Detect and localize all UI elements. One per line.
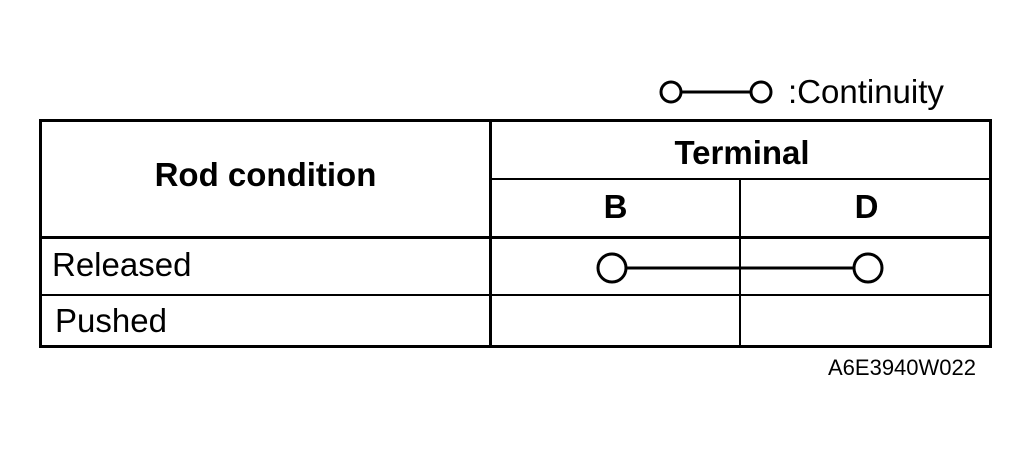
header-terminal-b: B xyxy=(603,188,628,225)
divider xyxy=(489,122,492,348)
continuity-table: Rod condition Terminal B D Released Push… xyxy=(39,119,992,348)
header-terminal-d: D xyxy=(854,188,879,225)
divider xyxy=(42,294,992,296)
continuity-symbol-icon xyxy=(659,80,773,104)
header-terminal: Terminal xyxy=(674,134,810,171)
continuity-legend: :Continuity xyxy=(658,72,944,112)
row-released-label: Released xyxy=(52,246,192,283)
row-pushed-label: Pushed xyxy=(55,302,167,339)
divider xyxy=(42,236,992,239)
continuity-b-d-icon xyxy=(596,252,884,284)
divider xyxy=(739,178,741,348)
header-rod-condition: Rod condition xyxy=(154,156,377,193)
legend-label: :Continuity xyxy=(788,73,944,110)
figure-code: A6E3940W022 xyxy=(828,355,976,380)
